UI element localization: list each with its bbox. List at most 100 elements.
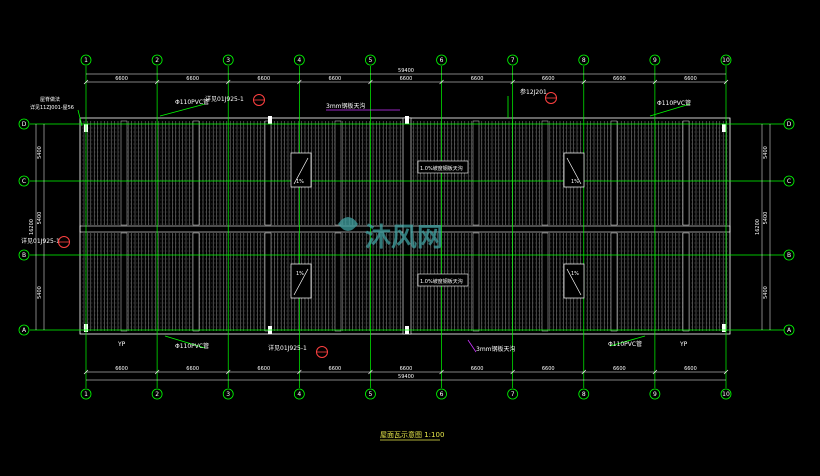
dimension-tick: [297, 369, 302, 375]
axis-bubble-label: 6: [440, 57, 444, 64]
axis-bubble-label: 5: [369, 391, 373, 398]
axis-bubble-label: 4: [297, 391, 301, 398]
dimension-label: 6600: [542, 366, 555, 372]
drain-icon: [722, 324, 726, 332]
pvc-label-top-left: Φ110PVC管: [175, 98, 209, 106]
dimension-tick: [226, 79, 231, 85]
axis-bubble-label: C: [787, 178, 791, 185]
axis-bubble: [293, 54, 305, 66]
dimension-tick: [510, 79, 515, 85]
dimension-tick: [510, 369, 515, 375]
dimension-label: 5400: [37, 146, 43, 159]
axis-bubble: [720, 54, 732, 66]
axis-bubble-label: 3: [226, 391, 230, 398]
pvc-label-bottom-left: Φ110PVC管: [175, 342, 209, 350]
dimension-label: 6600: [471, 76, 484, 82]
drain-icon: [268, 116, 272, 124]
dimension-label: 6600: [257, 366, 270, 372]
axis-bubble: [578, 388, 590, 400]
yp-label-left: YP: [117, 341, 126, 348]
axis-bubble-label: 1: [84, 391, 88, 398]
panel-joint: [682, 120, 690, 226]
panel-joint: [682, 232, 690, 332]
dimension-tick: [154, 79, 160, 85]
annotations: Φ110PVC管 Φ110PVC管 Φ110PVC管 Φ110PVC管 详见01…: [21, 88, 691, 358]
slope-label-b: 1%: [571, 179, 579, 185]
panel-joint: [334, 232, 342, 332]
axis-bubble-label: 7: [511, 391, 515, 398]
axis-bubble-label: 2: [155, 391, 159, 398]
ridge-note: 屋脊做法: [40, 96, 60, 103]
dimension-label: 6600: [684, 366, 697, 372]
dimension-label: 6600: [115, 76, 128, 82]
axis-bubble-label: 10: [722, 391, 730, 398]
axis-bubble-label: 1: [84, 57, 88, 64]
dimension-label: 6600: [115, 366, 128, 372]
axis-bubble: [783, 324, 795, 336]
dimension-tick: [723, 369, 729, 375]
axis-bubble: [649, 54, 661, 66]
panel-joint: [541, 232, 549, 332]
panel-joint: [264, 232, 272, 332]
dimension-tick: [368, 369, 373, 375]
gutter-label-bottom: 1.0%坡度钢板天沟: [420, 278, 463, 285]
yp-label-right: YP: [679, 341, 688, 348]
drain-icon: [405, 116, 409, 124]
dimension-label: 6600: [400, 366, 413, 372]
axis-bubble-label: A: [787, 327, 792, 334]
dimension-tick: [297, 79, 302, 85]
dimension-label: 6600: [186, 366, 199, 372]
panel-joint: [472, 232, 480, 332]
dimension-label: 6600: [471, 366, 484, 372]
axis-bubble-label: 9: [653, 57, 657, 64]
dimension-label: 6600: [542, 76, 555, 82]
gutter-label-top: 1.0%坡度钢板天沟: [420, 165, 463, 172]
dimension-label: 6600: [613, 366, 626, 372]
dimension-label: 6600: [186, 76, 199, 82]
dimension-tick: [439, 79, 444, 85]
axis-bubble-label: 2: [155, 57, 159, 64]
axis-bubble: [18, 118, 30, 130]
dimension-label: 6600: [329, 366, 342, 372]
leaf-icon: [338, 217, 358, 231]
axis-bubble: [507, 54, 519, 66]
drawing-title: 屋面瓦示意图 1:100: [380, 430, 444, 439]
axis-bubble: [80, 388, 92, 400]
roof-panels: [79, 116, 731, 335]
axis-bubble: [151, 388, 163, 400]
axis-bubble-label: B: [22, 252, 26, 259]
ref-label-top-right: 参12J201: [520, 88, 547, 96]
dimension-label: 5400: [763, 146, 769, 159]
panel-joint: [120, 232, 128, 332]
axis-bubble: [293, 388, 305, 400]
axis-bubble-label: 6: [440, 391, 444, 398]
plate-label-bottom: 3mm钢板天沟: [476, 345, 516, 353]
dimension-label: 5400: [763, 286, 769, 299]
dimension-label: 6600: [329, 76, 342, 82]
dimension-tick: [581, 369, 586, 375]
dimension-label: 6600: [684, 76, 697, 82]
axis-bubble: [18, 175, 30, 187]
axis-bubble-label: D: [787, 121, 792, 128]
dimension-lines: 6600 6600 6600 6600 6600 6600 6600 6600 6600 5940…: [29, 68, 771, 381]
axis-bubble-label: 7: [511, 57, 515, 64]
axis-bubble-label: D: [22, 121, 27, 128]
pvc-label-top-right: Φ110PVC管: [657, 99, 691, 107]
dimension-tick: [652, 79, 658, 85]
dimension-label: 6600: [257, 76, 270, 82]
panel-joint: [334, 120, 342, 226]
dimension-tick: [581, 79, 586, 85]
axis-bubble-label: 8: [582, 391, 586, 398]
dimension-label: 5400: [37, 212, 43, 225]
overall-dimension-top: 59400: [398, 68, 414, 74]
dimension-tick: [368, 79, 373, 85]
panel-joint: [472, 120, 480, 226]
axis-bubble: [783, 118, 795, 130]
drain-icon: [722, 124, 726, 132]
axis-bubble-label: A: [22, 327, 27, 334]
dimension-tick: [83, 369, 89, 375]
panel-joint: [192, 232, 200, 332]
watermark-logo: 沐风网: [338, 217, 443, 253]
overall-dimension-label: 16200: [755, 219, 761, 235]
